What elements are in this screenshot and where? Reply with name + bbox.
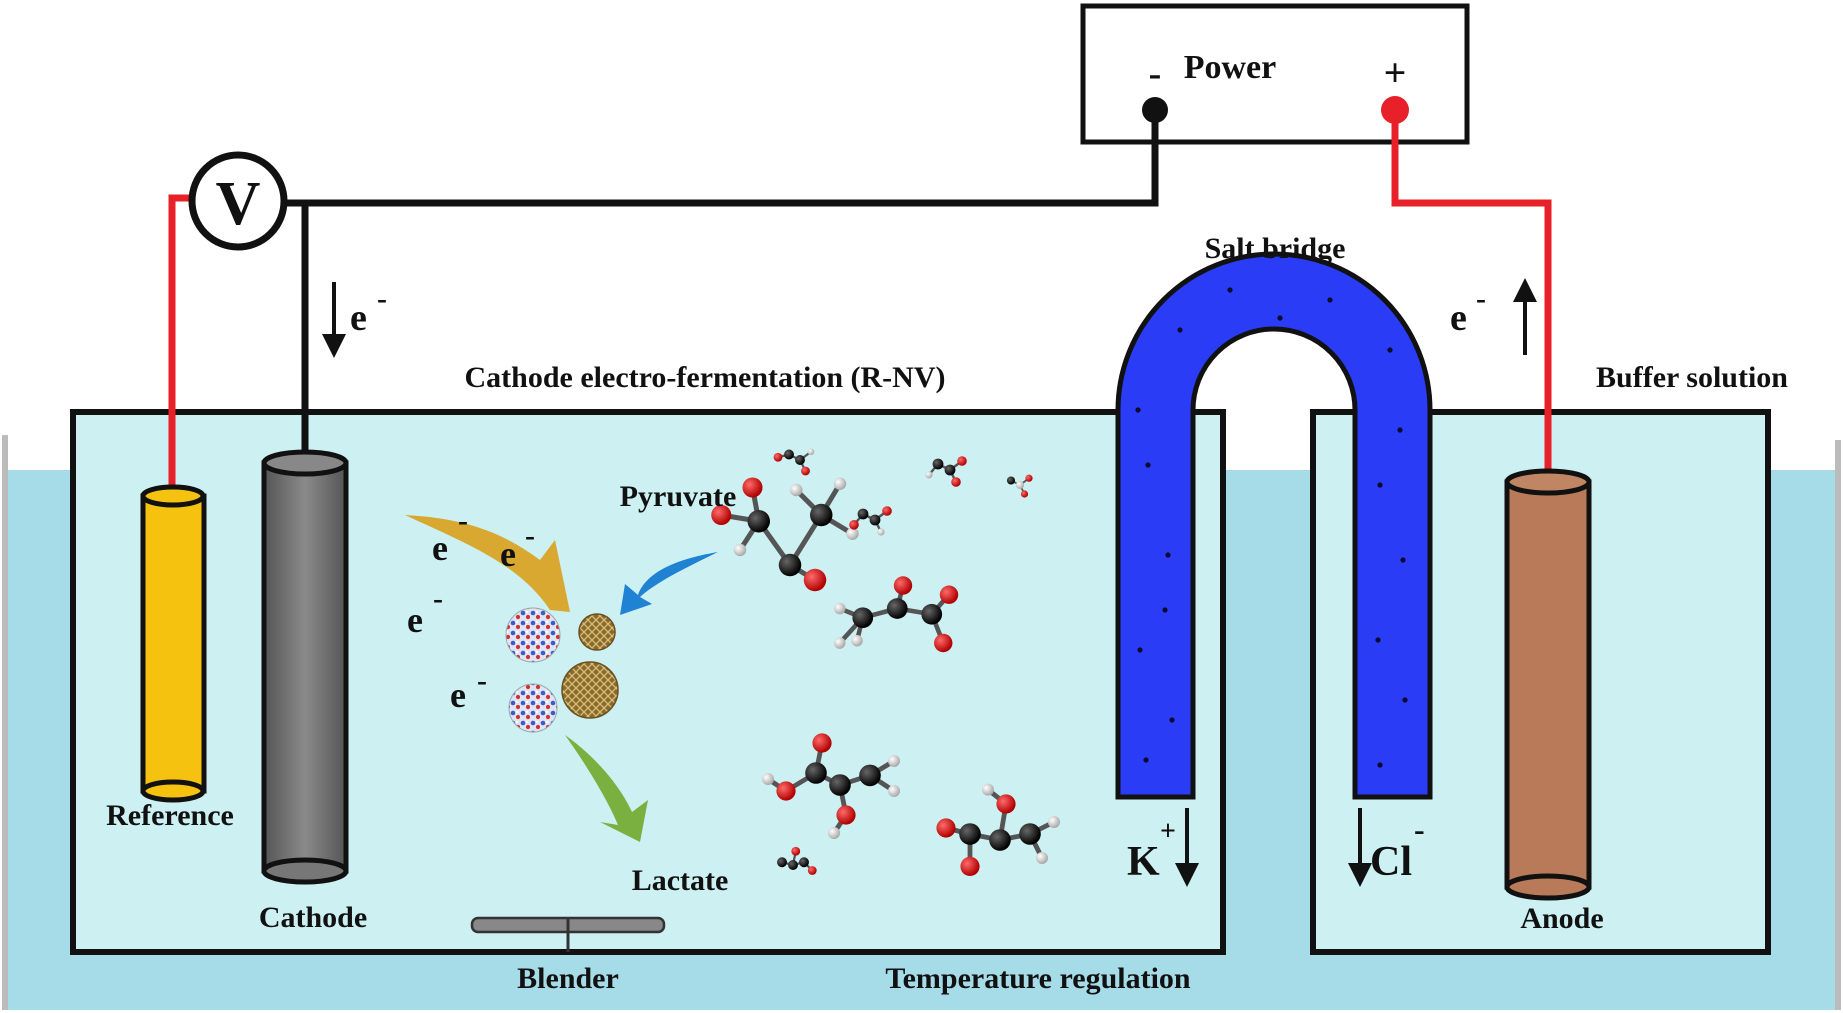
cathode-electrode: [261, 449, 349, 885]
plus-sign: +: [1384, 50, 1407, 95]
blender-icon: [470, 916, 666, 952]
pyruvate-molecule: [834, 576, 959, 653]
anode-electrode: [1504, 468, 1592, 901]
cathode-label: Cathode: [259, 901, 367, 934]
lactate-label: Lactate: [632, 864, 729, 897]
reference-label: Reference: [106, 799, 234, 832]
pyruvate-molecule: [1006, 474, 1033, 498]
electron-label: e: [450, 675, 466, 715]
cl-ion-sup: -: [1414, 811, 1425, 847]
minus-sign: -: [1149, 53, 1162, 95]
reference-electrode: [140, 484, 207, 803]
pyruvate-label: Pyruvate: [620, 480, 737, 513]
electron-flow-arrow: [405, 515, 570, 612]
electron-sup: -: [525, 519, 535, 552]
black-wire: [280, 110, 1159, 465]
biomass-icon: [561, 661, 619, 719]
pyruvate-molecule: [711, 477, 859, 592]
electron-label: e: [432, 528, 448, 568]
electron-sup: -: [477, 664, 487, 697]
enzyme-icon: [505, 607, 561, 663]
electron-sup: -: [433, 582, 443, 615]
lactate-molecule: [762, 733, 900, 839]
electron-cathode-label: e: [350, 297, 367, 339]
pyruvate-molecule: [773, 448, 815, 476]
electron-sup: -: [458, 504, 468, 537]
salt-bridge-label: Salt bridge: [1205, 232, 1346, 265]
enzyme-icon: [508, 683, 558, 733]
lactate-arrow: [565, 735, 648, 842]
pyruvate-molecule: [925, 456, 967, 487]
red-wire: [168, 110, 1552, 498]
biomass-icon: [578, 613, 616, 651]
cl-ion-label: Cl: [1370, 839, 1412, 885]
voltmeter-icon: [188, 151, 288, 251]
electron-anode-label: e: [1450, 297, 1467, 339]
blender-label: Blender: [517, 962, 619, 995]
salt-bridge: [1115, 251, 1433, 800]
buffer-solution-label: Buffer solution: [1596, 361, 1788, 394]
electron-label: e: [407, 600, 423, 640]
lactate-molecule: [777, 846, 817, 875]
voltmeter-label: V: [216, 170, 261, 238]
cathode-chamber-title: Cathode electro-fermentation (R-NV): [465, 361, 946, 394]
electron-label: e: [500, 534, 516, 574]
electron-anode-sup: -: [1476, 282, 1486, 315]
k-ion-sup: +: [1160, 816, 1176, 847]
electron-cathode-sup: -: [377, 282, 387, 315]
pyruvate-arrow: [620, 552, 718, 615]
power-supply: [1080, 3, 1470, 145]
pyruvate-molecule: [849, 506, 892, 536]
anode-label: Anode: [1520, 902, 1603, 935]
k-ion-label: K: [1127, 839, 1160, 885]
power-label: Power: [1184, 49, 1277, 86]
lactate-molecule: [936, 783, 1060, 876]
temperature-regulation-label: Temperature regulation: [885, 962, 1191, 995]
